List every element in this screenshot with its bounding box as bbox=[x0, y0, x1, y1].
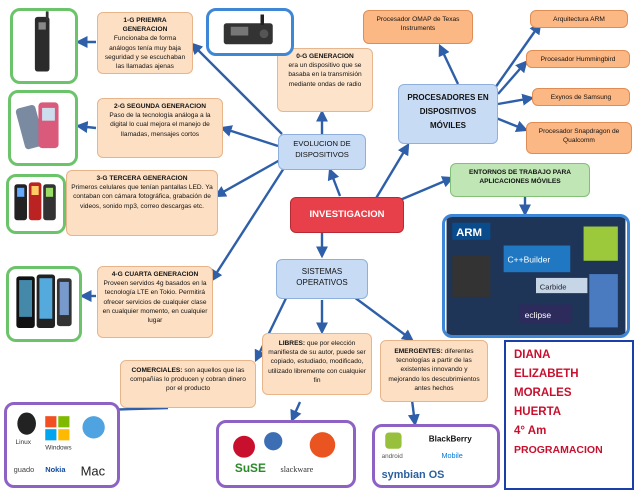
arrow-proc-exynos bbox=[497, 93, 535, 106]
arrow-evolucion-4g bbox=[210, 167, 286, 283]
logo-linux: Linux bbox=[15, 439, 31, 446]
arrow-proc-omap bbox=[438, 43, 460, 85]
arrow-sistemas-emergentes bbox=[349, 293, 414, 342]
processor-omap-label: Procesador OMAP de Texas Instruments bbox=[376, 16, 460, 33]
os-comerciales-body: son aquellos que las compañías lo produc… bbox=[130, 367, 246, 393]
logo-mac: Mac bbox=[81, 464, 106, 479]
author-line-3: MORALES bbox=[514, 387, 572, 399]
arrow-emergentes-image bbox=[407, 399, 420, 427]
os-emergentes-title: EMERGENTES: bbox=[394, 348, 443, 355]
image-4g-phone bbox=[6, 266, 82, 342]
author-line-5: 4° Am bbox=[514, 425, 547, 437]
arrow-sistemas-comerciales bbox=[254, 289, 292, 363]
author-line-2: ELIZABETH bbox=[514, 368, 579, 380]
generation-2g: 2-G SEGUNDA GENERACION Paso de la tecnol… bbox=[97, 98, 223, 158]
logo-windows: Windows bbox=[45, 445, 72, 452]
procesadores-title: PROCESADORES EN DISPOSITIVOS MÓVILES bbox=[407, 93, 489, 130]
generation-4g: 4-G CUARTA GENERACION Proveen servidos 4… bbox=[97, 266, 213, 338]
arrow-libres-image bbox=[290, 401, 302, 423]
image-0g-radio bbox=[206, 8, 294, 56]
author-box: DIANA ELIZABETH MORALES HUERTA 4° Am PRO… bbox=[504, 340, 634, 490]
arrow-center-evolucion bbox=[327, 167, 342, 197]
evolucion-node: EVOLUCION DE DISPOSITIVOS bbox=[278, 134, 366, 170]
arrow-center-procesadores bbox=[373, 142, 410, 201]
logo-slackware: slackware bbox=[281, 465, 314, 474]
generation-1g: 1-G PRIEMRA GENERACION Funcionaba de for… bbox=[97, 12, 193, 74]
image-emergentes-logos: android BlackBerry Mobile symbian OS bbox=[372, 424, 500, 488]
processor-omap: Procesador OMAP de Texas Instruments bbox=[363, 10, 473, 44]
sistemas-node: SISTEMAS OPERATIVOS bbox=[276, 259, 368, 299]
processor-snapdragon: Procesador Snapdragon de Qualcomm bbox=[526, 122, 632, 154]
arrow-center-entornos bbox=[399, 176, 455, 202]
generation-1g-body: Funcionaba de forma análogos tenía muy b… bbox=[104, 35, 186, 71]
entornos-node: ENTORNOS DE TRABAJO PARA APLICACIONES MÓ… bbox=[450, 163, 590, 197]
processor-snapdragon-label: Procesador Snapdragon de Qualcomm bbox=[538, 128, 620, 145]
os-emergentes-body: diferentes tecnologías a partir de las e… bbox=[388, 348, 480, 392]
arrow-proc-hummingbird bbox=[497, 60, 528, 95]
os-emergentes: EMERGENTES: diferentes tecnologías a par… bbox=[380, 340, 488, 402]
generation-0g: 0-G GENERACION era un dispositivo que se… bbox=[277, 48, 373, 112]
author-line-6: PROGRAMACION bbox=[514, 444, 603, 456]
image-2g-phone bbox=[8, 90, 78, 166]
generation-4g-title: 4-G CUARTA GENERACION bbox=[111, 271, 199, 278]
image-libres-logos: SuSE slackware bbox=[216, 420, 356, 488]
image-1g-phone bbox=[10, 8, 78, 84]
entornos-title: ENTORNOS DE TRABAJO PARA APLICACIONES MÓ… bbox=[469, 169, 571, 186]
logo-windows-mobile: Mobile bbox=[441, 451, 462, 460]
logo-carbide: Carbide bbox=[540, 282, 567, 291]
generation-3g: 3-G TERCERA GENERACION Primeros celulare… bbox=[66, 170, 218, 236]
processor-arm-label: Arquitectura ARM bbox=[553, 16, 605, 23]
processor-exynos: Exynos de Samsung bbox=[532, 88, 630, 106]
generation-3g-title: 3-G TERCERA GENERACION bbox=[96, 175, 188, 182]
processor-exynos-label: Exynos de Samsung bbox=[550, 94, 612, 101]
center-node: INVESTIGACION bbox=[290, 197, 404, 233]
arrow-evolucion-2g bbox=[219, 125, 279, 148]
image-entornos-logos: ARM C++Builder eclipse Carbide bbox=[442, 214, 630, 338]
generation-0g-title: 0-G GENERACION bbox=[296, 53, 354, 60]
procesadores-node: PROCESADORES EN DISPOSITIVOS MÓVILES bbox=[398, 84, 498, 144]
center-title: INVESTIGACION bbox=[309, 209, 385, 220]
image-3g-phone bbox=[6, 174, 66, 234]
logo-guado: guado bbox=[14, 465, 35, 474]
logo-cbuilder: C++Builder bbox=[507, 255, 550, 265]
processor-arm: Arquitectura ARM bbox=[530, 10, 628, 28]
processor-hummingbird-label: Procesador Hummingbird bbox=[540, 56, 616, 63]
arrow-2g-image bbox=[75, 121, 97, 134]
generation-1g-title: 1-G PRIEMRA GENERACION bbox=[122, 17, 168, 34]
arrow-proc-arm bbox=[494, 22, 542, 89]
logo-nokia: Nokia bbox=[45, 465, 66, 474]
logo-symbian: symbian OS bbox=[382, 469, 445, 481]
author-line-4: HUERTA bbox=[514, 406, 562, 418]
processor-hummingbird: Procesador Hummingbird bbox=[526, 50, 630, 68]
generation-2g-body: Paso de la tecnología análoga a la digit… bbox=[109, 112, 211, 138]
logo-android: android bbox=[382, 453, 404, 460]
logo-suse: SuSE bbox=[235, 461, 266, 475]
evolucion-title: EVOLUCION DE DISPOSITIVOS bbox=[293, 139, 351, 159]
arrow-evolucion-3g bbox=[213, 158, 281, 198]
logo-eclipse: eclipse bbox=[525, 310, 552, 320]
arrow-proc-snapdragon bbox=[495, 116, 529, 133]
sistemas-title: SISTEMAS OPERATIVOS bbox=[296, 267, 348, 287]
os-comerciales-title: COMERCIALES: bbox=[131, 367, 183, 374]
os-libres-body: que por elección manifiesta de su autor,… bbox=[268, 340, 366, 384]
generation-3g-body: Primeros celulares que tenían pantallas … bbox=[71, 184, 213, 210]
os-libres: LIBRES: que por elección manifiesta de s… bbox=[262, 333, 372, 395]
os-libres-title: LIBRES: bbox=[278, 340, 306, 347]
author-line-1: DIANA bbox=[514, 349, 551, 361]
logo-blackberry: BlackBerry bbox=[429, 435, 472, 444]
os-comerciales: COMERCIALES: son aquellos que las compañ… bbox=[120, 360, 256, 408]
generation-0g-body: era un dispositivo que se basaba en la t… bbox=[288, 62, 362, 88]
generation-4g-body: Proveen servidos 4g basados en la tecnol… bbox=[102, 280, 208, 325]
arrow-evolucion-1g bbox=[190, 42, 283, 135]
logo-arm: ARM bbox=[456, 227, 482, 239]
generation-2g-title: 2-G SEGUNDA GENERACION bbox=[113, 103, 207, 110]
image-comerciales-logos: Linux Windows guado Nokia Mac bbox=[4, 402, 120, 488]
